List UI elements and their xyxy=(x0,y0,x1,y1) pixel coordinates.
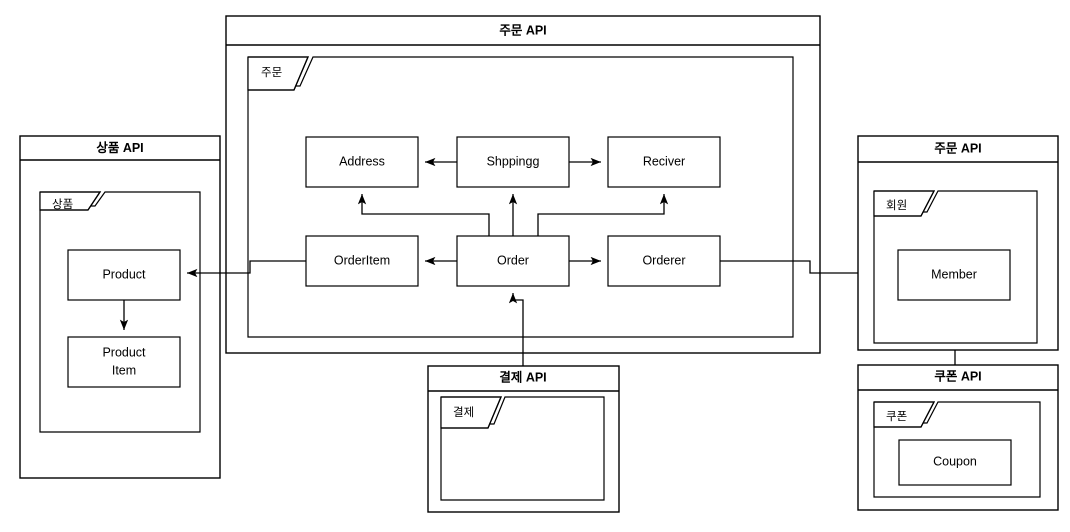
panel-payment-api[interactable]: 결제 API 결제 xyxy=(427,365,620,513)
package-member-label: 회원 xyxy=(886,198,907,212)
panel-member-api[interactable]: 주문 API 회원 Member xyxy=(857,135,1059,351)
package-payment-label: 결제 xyxy=(453,406,474,419)
link-payment-api-to-order xyxy=(508,293,524,368)
package-product-tab-outline xyxy=(40,191,102,211)
package-member-tab-outline xyxy=(874,190,936,217)
entity-shppingg-label: Shppingg xyxy=(487,154,540,168)
link-orderer-to-member xyxy=(720,260,891,278)
entity-reciver-box xyxy=(607,136,721,188)
entity-member-label: Member xyxy=(931,267,977,281)
entity-member-box xyxy=(897,249,1011,301)
panel-product-api-title: 상품 API xyxy=(96,140,143,155)
panel-coupon-api-title: 쿠폰 API xyxy=(934,369,981,383)
entity-address-box xyxy=(305,136,419,188)
package-payment[interactable]: 결제 xyxy=(440,396,605,501)
link-order-to-reciver xyxy=(537,194,669,236)
package-product[interactable]: 상품 xyxy=(39,191,201,433)
entity-shppingg-box xyxy=(456,136,570,188)
entity-product-box xyxy=(67,249,181,301)
entity-reciver-label: Reciver xyxy=(643,154,685,168)
panel-payment-api-title: 결제 API xyxy=(499,369,546,384)
entity-product-item-label-line1: Product xyxy=(102,345,146,359)
entity-order-item-box xyxy=(305,235,419,287)
panel-member-api-title: 주문 API xyxy=(934,141,981,155)
entity-product-label: Product xyxy=(102,267,146,281)
entity-coupon-label: Coupon xyxy=(933,454,977,468)
package-product-label: 상품 xyxy=(52,198,73,211)
entity-order-item-label: OrderItem xyxy=(334,253,390,267)
entity-member[interactable]: Member xyxy=(897,249,1011,301)
entity-order-label: Order xyxy=(497,253,529,267)
entity-order[interactable]: Order xyxy=(456,235,570,287)
package-order[interactable]: 주문 xyxy=(247,56,794,338)
entity-order-item[interactable]: OrderItem xyxy=(305,235,419,287)
package-coupon-label: 쿠폰 xyxy=(886,411,907,423)
entity-order-box xyxy=(456,235,570,287)
panel-coupon-api[interactable]: 쿠폰 API 쿠폰 Coupon xyxy=(857,364,1059,511)
package-product-body xyxy=(39,191,201,433)
entity-address-label: Address xyxy=(339,154,385,168)
panel-order-api-title: 주문 API xyxy=(499,23,546,37)
entity-coupon-box xyxy=(898,439,1012,486)
entity-address[interactable]: Address xyxy=(305,136,419,188)
entity-reciver[interactable]: Reciver xyxy=(607,136,721,188)
package-order-body xyxy=(247,56,794,338)
entity-product-item-box xyxy=(67,336,181,388)
package-coupon-tab-outline xyxy=(874,401,936,428)
package-order-label: 주문 xyxy=(261,67,282,79)
entity-product-item-label-line2: Item xyxy=(112,363,136,377)
entity-product-item[interactable]: Product Item xyxy=(67,336,181,388)
link-order-item-to-product xyxy=(187,260,306,278)
entity-coupon[interactable]: Coupon xyxy=(898,439,1012,486)
link-order-to-address xyxy=(357,194,490,236)
panel-product-api[interactable]: 상품 API 상품 Product Product Item xyxy=(19,135,221,479)
package-order-tab-outline xyxy=(248,56,309,91)
entity-orderer-label: Orderer xyxy=(642,253,685,267)
entity-product[interactable]: Product xyxy=(67,249,181,301)
package-payment-tab-outline xyxy=(441,396,502,429)
entity-orderer[interactable]: Orderer xyxy=(607,235,721,287)
entity-orderer-box xyxy=(607,235,721,287)
entity-shppingg[interactable]: Shppingg xyxy=(456,136,570,188)
